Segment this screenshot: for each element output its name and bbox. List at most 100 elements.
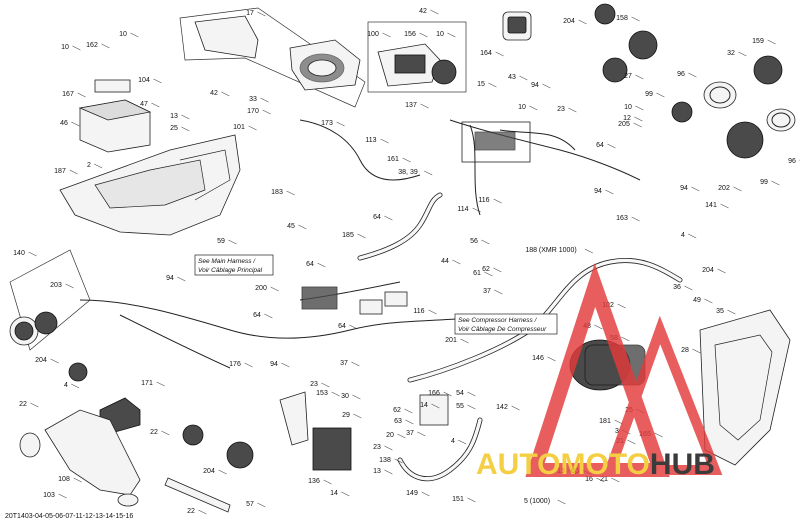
leader-line: [198, 509, 207, 515]
leader-line: [578, 19, 587, 25]
callout-167: 167: [62, 91, 74, 98]
callout-4: 4: [681, 232, 685, 239]
callout-141: 141: [705, 202, 717, 209]
callout-4: 4: [64, 382, 68, 389]
callout-30: 30: [341, 393, 349, 400]
callout-37: 37: [483, 288, 491, 295]
callout-64: 64: [306, 261, 314, 268]
leader-line: [153, 78, 162, 84]
callout-20: 20: [386, 432, 394, 439]
leader-line: [617, 303, 626, 309]
leader-line: [684, 285, 693, 291]
callout-47: 47: [140, 101, 148, 108]
callout-55: 55: [456, 403, 464, 410]
leader-line: [397, 433, 406, 439]
leader-line: [352, 394, 361, 400]
callout-187: 187: [54, 168, 66, 175]
leader-line: [481, 239, 490, 245]
callout-151: 151: [452, 496, 464, 503]
callout-23: 23: [310, 381, 318, 388]
callout-37: 37: [340, 360, 348, 367]
callout-166: 166: [428, 390, 440, 397]
callout-137: 137: [405, 102, 417, 109]
leader-line: [654, 432, 663, 438]
callout-28: 28: [681, 347, 689, 354]
leader-line: [452, 259, 461, 265]
leader-line: [69, 169, 78, 175]
callout-21: 21: [600, 476, 608, 483]
callout-171: 171: [141, 380, 153, 387]
callout-138: 138: [379, 457, 391, 464]
leader-line: [405, 419, 414, 425]
callout-183: 183: [271, 189, 283, 196]
main-harness-note-line-1: See Main Harness /: [198, 258, 256, 265]
callout-10: 10: [119, 31, 127, 38]
leader-line: [691, 186, 700, 192]
callout-146: 146: [532, 355, 544, 362]
leader-line: [611, 477, 620, 483]
leader-line: [264, 313, 273, 319]
leader-line: [177, 276, 186, 282]
leader-line: [380, 138, 389, 144]
callout-204: 204: [702, 267, 714, 274]
callout-158: 158: [616, 15, 628, 22]
callout-56: 56: [470, 238, 478, 245]
callout-162: 162: [86, 42, 98, 49]
leader-line: [557, 499, 566, 505]
callout-104: 104: [138, 77, 150, 84]
leader-line: [568, 107, 577, 113]
leader-line: [317, 262, 326, 268]
leader-line: [635, 105, 644, 111]
callout-61: 61: [473, 270, 481, 277]
callout-36: 36: [673, 284, 681, 291]
leader-line: [228, 239, 237, 245]
compressor-harness-note-line-1: See Compressor Harness /: [458, 317, 538, 324]
callout-17: 17: [246, 10, 254, 17]
leader-line: [467, 497, 476, 503]
leader-line: [353, 413, 362, 419]
leader-line: [720, 203, 729, 209]
automotohub-watermark: AUTOMOTOHUB: [476, 263, 723, 481]
leader-line: [94, 163, 103, 169]
callout-10: 10: [624, 104, 632, 111]
callout-116: 116: [413, 308, 424, 315]
callout-29: 29: [342, 412, 350, 419]
callout-32: 32: [727, 50, 735, 57]
callout-205: 205: [618, 121, 630, 128]
leader-line: [161, 430, 170, 436]
watermark-text-left: AUTOMOTOHUB: [476, 448, 715, 481]
leader-line: [467, 391, 476, 397]
callout-64: 64: [253, 312, 261, 319]
callout-10: 10: [61, 44, 69, 51]
leader-line: [402, 157, 411, 163]
leader-line: [351, 361, 360, 367]
callout-37: 37: [406, 430, 414, 437]
leader-line: [635, 74, 644, 80]
callout-13: 13: [170, 113, 178, 120]
leader-line: [594, 324, 603, 330]
leader-line: [404, 408, 413, 414]
leader-line: [181, 114, 190, 120]
leader-line: [529, 105, 538, 111]
leader-line: [77, 92, 86, 98]
leader-line: [688, 72, 697, 78]
leader-line: [323, 479, 332, 485]
callout-159: 159: [752, 38, 764, 45]
callout-163: 163: [616, 215, 628, 222]
leader-line: [428, 309, 437, 315]
callout-188-XMR-1000: 188 (XMR 1000): [525, 247, 576, 254]
leader-line: [460, 338, 469, 344]
leader-line: [733, 186, 742, 192]
callout-202: 202: [718, 185, 730, 192]
callout-156: 156: [404, 31, 416, 38]
callout-25: 25: [170, 125, 178, 132]
callout-42: 42: [419, 8, 427, 15]
catalog-code: 20T1403-04-05-06-07-11-12-13-14-15-16: [5, 513, 133, 520]
leader-lines: [28, 9, 800, 515]
callout-96: 96: [677, 71, 685, 78]
leader-line: [584, 248, 593, 254]
leader-line: [542, 83, 551, 89]
leader-line: [767, 39, 776, 45]
